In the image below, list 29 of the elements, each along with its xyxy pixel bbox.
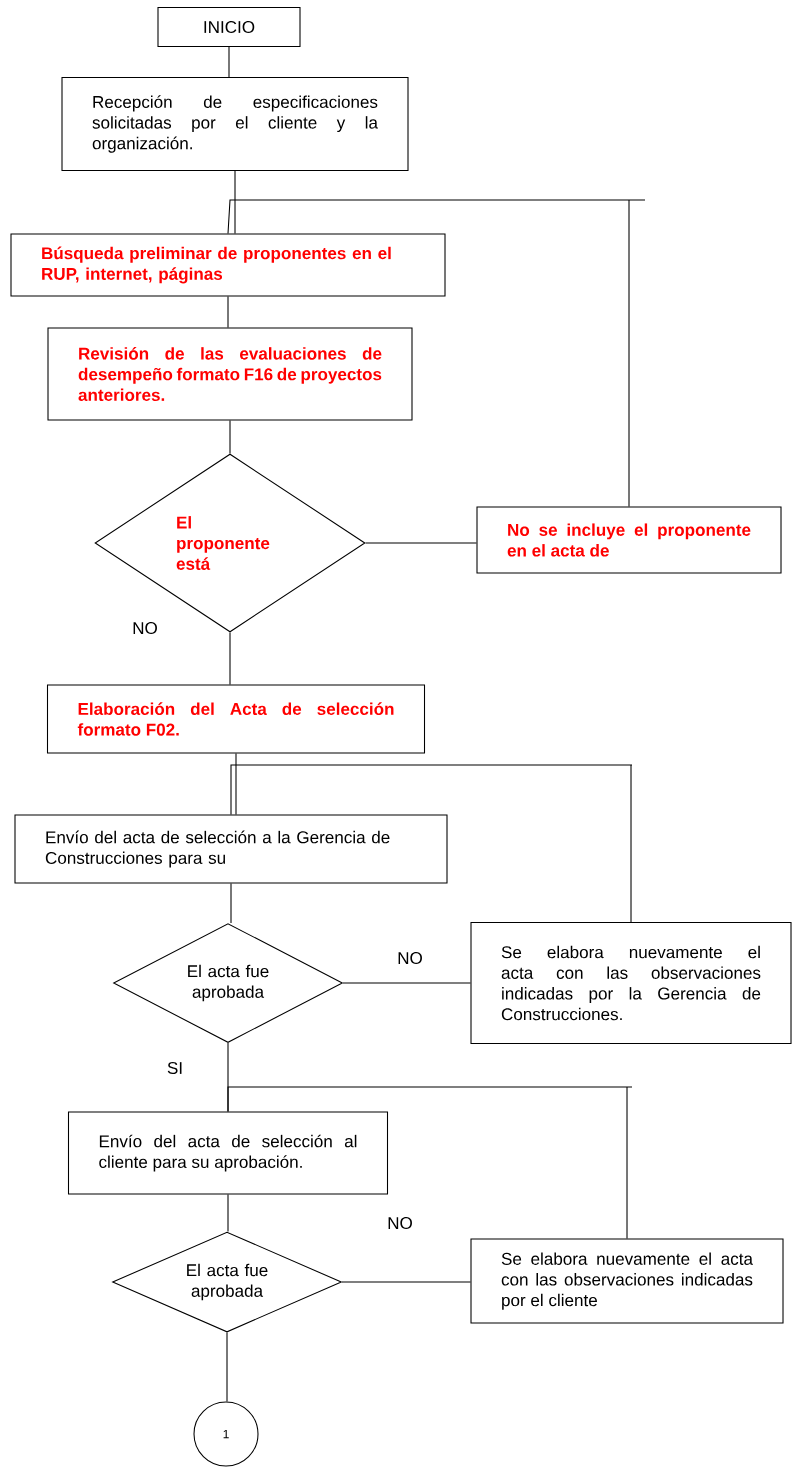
process-box: Recepción de especificaciones solicitadas por el cliente y la organización. <box>61 76 409 172</box>
connector-line <box>230 764 633 923</box>
process-box: No se incluye el proponente en el acta de <box>476 506 782 574</box>
edge-label: NO <box>385 1215 415 1231</box>
connector-line <box>365 542 477 544</box>
connector-line <box>227 1194 229 1232</box>
process-box: INICIO <box>157 6 301 48</box>
process-box: Envío del acta de selección a la Gerencia de Construcciones para su <box>14 814 448 884</box>
process-box: Elaboración del Acta de selección formato F02. <box>46 684 426 754</box>
edge-label: NO <box>130 620 160 636</box>
edge-label: NO <box>395 950 425 966</box>
process-box: Búsqueda preliminar de proponentes en el RUP, internet, páginas <box>10 233 446 297</box>
connector-line <box>235 753 237 815</box>
connector-line <box>228 46 230 78</box>
connector-line <box>230 883 232 924</box>
connector-line <box>227 1086 633 1239</box>
connector-line <box>227 296 229 328</box>
connector-line <box>342 982 471 984</box>
connector-line <box>341 1281 471 1283</box>
process-box: Se elabora nuevamente el acta con las observaciones indicadas por el cliente <box>470 1238 784 1324</box>
connector-line <box>229 632 231 685</box>
process-box: Envío del acta de selección al cliente para su aprobación. <box>67 1111 389 1195</box>
connector-line <box>234 170 236 234</box>
connector-line <box>229 420 231 454</box>
process-box: Revisión de las evaluaciones de desempeño formato F16 de proyectos anteriores. <box>47 327 413 421</box>
connector-line <box>227 199 646 507</box>
edge-label: SI <box>165 1060 185 1076</box>
connector-line <box>226 1332 228 1402</box>
process-box: Se elabora nuevamente el acta con las observaciones indicadas por la Gerencia de Construcciones. <box>470 921 792 1045</box>
